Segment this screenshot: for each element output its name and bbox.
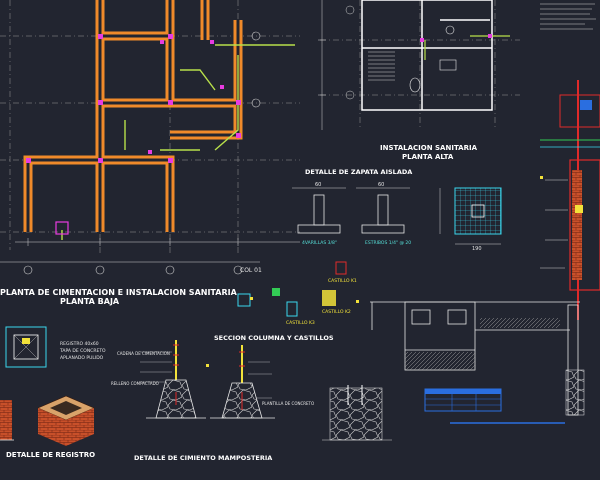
riser-detail (540, 80, 600, 320)
masonry-leaders (140, 351, 272, 399)
castillo-k1-section (237, 293, 251, 307)
dim-190-label: 190 (472, 246, 482, 252)
drainage-section[interactable] (322, 301, 585, 441)
masonry-footing-2 (210, 345, 275, 419)
footing-rebar-note-2: ESTRIBOS 1/4" @ 20 (365, 240, 411, 246)
castillo-k2-label: CASTILLO K2 (322, 309, 351, 315)
dim-60-a: 60 (315, 182, 321, 188)
general-notes (540, 3, 596, 30)
cadena-note: CADENA DE CIMENTACION (117, 351, 170, 356)
registro-detail[interactable]: REGISTRO 40x60 TAPA DE CONCRETO APLANADO… (0, 326, 106, 459)
ground-floor-subtitle: PLANTA BAJA (60, 297, 120, 306)
sanitary-pipes (61, 44, 295, 240)
stairs (368, 51, 395, 81)
masonry-footing-title: DETALLE DE CIMIENTO MAMPOSTERIA (134, 454, 272, 462)
registro-section (0, 400, 14, 441)
section-brick-walls (565, 304, 585, 416)
masonry-footing-1 (146, 340, 206, 419)
upper-floor-subtitle: PLANTA ALTA (402, 153, 454, 161)
col-01-section (335, 261, 347, 275)
section-outline (370, 301, 580, 371)
footing-detail[interactable]: DETALLE DE ZAPATA AISLADA 60 60 4VARILLA… (292, 168, 502, 252)
column-section-title: SECCION COLUMNA Y CASTILLOS (214, 334, 334, 342)
col-label: COL 01 (240, 267, 262, 274)
upper-floor-plan[interactable]: INSTALACION SANITARIA PLANTA ALTA (318, 0, 520, 161)
upper-pipes (424, 35, 510, 60)
pipe-fittings (26, 34, 241, 235)
registro-plan (5, 326, 47, 368)
registro-isometric (37, 395, 95, 446)
tapa-note: TAPA DE CONCRETO (59, 348, 106, 354)
upper-dimensions (318, 0, 355, 130)
registro-size-note: REGISTRO 40x60 (60, 341, 99, 347)
foundation-walls (23, 0, 243, 232)
relleno-note: RELLENO COMPACTADO (111, 381, 159, 386)
castillo-k1-label: CASTILLO K1 (328, 278, 357, 284)
table-of-fixtures (424, 388, 565, 424)
column-sections[interactable]: CASTILLO K1 CASTILLO K2 CASTILLO K3 SECC… (214, 261, 357, 342)
dim-60-b: 60 (378, 182, 384, 188)
castillo-k3-label: CASTILLO K3 (286, 320, 315, 326)
aplanado-note: APLANADO PULIDO (60, 355, 104, 361)
green-marker (272, 288, 280, 296)
dimension-chain (0, 238, 300, 263)
upper-fittings (420, 34, 492, 42)
footing-rebar-note-1: 4VARILLAS 3/8" (302, 240, 337, 246)
upper-fixtures (409, 25, 457, 93)
upper-floor-title: INSTALACION SANITARIA (380, 144, 478, 152)
hatch-fill-2 (480, 318, 560, 328)
axis-bubbles (23, 31, 261, 275)
plantilla-note: PLANTILLA DE CONCRETO (262, 401, 314, 406)
upper-walls (361, 0, 493, 111)
footing-elevation-2 (356, 187, 410, 234)
hatch-fill-1 (405, 352, 475, 370)
footing-title: DETALLE DE ZAPATA AISLADA (305, 168, 412, 176)
footing-plan (439, 187, 502, 245)
yellow-markers (206, 176, 543, 367)
castillo-k2-section (286, 301, 298, 317)
ground-floor-title: PLANTA DE CIMENTACION E INSTALACION SANI… (0, 288, 238, 297)
castillo-k3-section (322, 290, 336, 306)
footing-elevation-1 (292, 187, 346, 234)
ground-floor-plan[interactable]: COL 01 PLANTA DE CIMENTACION E INSTALACI… (0, 0, 300, 306)
masonry-footing-detail[interactable]: CADENA DE CIMENTACION RELLENO COMPACTADO… (111, 340, 314, 462)
registro-title: DETALLE DE REGISTRO (6, 451, 95, 459)
stone-wall-detail (322, 385, 392, 441)
